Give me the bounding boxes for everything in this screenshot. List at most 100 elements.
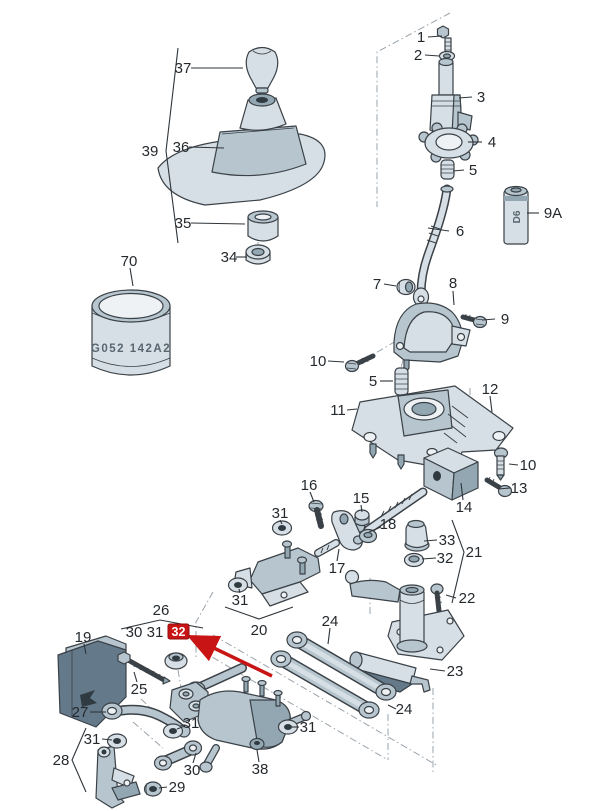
leader-line: [508, 463, 519, 466]
part-25-bolt: [117, 651, 171, 685]
part-label-29[interactable]: 29: [169, 779, 186, 796]
part-label-28[interactable]: 28: [53, 752, 70, 769]
part-10-bolt-left: [344, 353, 376, 373]
part-label-37[interactable]: 37: [175, 60, 192, 77]
part-label-5[interactable]: 5: [369, 373, 377, 390]
part-label-31[interactable]: 31: [232, 592, 249, 609]
part-label-1[interactable]: 1: [417, 29, 425, 46]
part-label-31[interactable]: 31: [147, 624, 164, 641]
leader-line: [368, 526, 382, 533]
part-label-27[interactable]: 27: [72, 704, 89, 721]
leader-line: [133, 671, 138, 683]
part-label-18[interactable]: 18: [380, 516, 397, 533]
part-label-3[interactable]: 3: [477, 89, 485, 106]
part-label-38[interactable]: 38: [252, 761, 269, 778]
leader-line: [445, 594, 457, 599]
part-18-nut: [358, 528, 378, 544]
part-label-24[interactable]: 24: [322, 613, 339, 630]
part-label-7[interactable]: 7: [373, 276, 381, 293]
part-label-32[interactable]: 32: [437, 550, 454, 567]
leader-line: [427, 35, 443, 38]
part-label-31[interactable]: 31: [300, 719, 317, 736]
part-label-13[interactable]: 13: [511, 480, 528, 497]
part-70-lubricant-container: G052 142A2: [91, 289, 171, 376]
part-label-70[interactable]: 70: [121, 253, 138, 270]
leader-line: [346, 408, 358, 411]
part-label-31[interactable]: 31: [84, 731, 101, 748]
leader-line: [497, 487, 511, 490]
part-23-relay-assembly: [344, 569, 465, 693]
part-label-16[interactable]: 16: [301, 477, 318, 494]
group-brace-39: [165, 47, 179, 244]
part-label-24[interactable]: 24: [396, 701, 413, 718]
part-24-rod-upper: [286, 631, 397, 701]
leader-line: [188, 146, 225, 149]
part-label-31[interactable]: 31: [272, 505, 289, 522]
part-label-6[interactable]: 6: [456, 223, 464, 240]
part-label-8[interactable]: 8: [449, 275, 457, 292]
part-31-washer: [162, 723, 184, 739]
highlighted-part-32-label[interactable]: 32: [172, 625, 186, 639]
part-8-bearing-housing: [393, 302, 471, 373]
leader-lines: [83, 35, 539, 789]
part-selector-mechanism: [169, 663, 312, 773]
leader-line: [158, 786, 168, 789]
part-label-15[interactable]: 15: [353, 490, 370, 507]
part-5-spring-upper: [440, 159, 455, 180]
part-label-30[interactable]: 30: [126, 624, 143, 641]
part-label-21[interactable]: 21: [466, 544, 483, 561]
part-31-washer: [227, 577, 249, 593]
part-label-20[interactable]: 20: [251, 622, 268, 639]
part-label-39[interactable]: 39: [142, 143, 159, 160]
leader-line: [309, 491, 315, 503]
part-label-5[interactable]: 5: [469, 162, 477, 179]
part-label-4[interactable]: 4: [488, 134, 496, 151]
part-label-19[interactable]: 19: [75, 629, 92, 646]
part-9-bolt: [460, 313, 488, 329]
leader-line: [176, 725, 186, 730]
highlight-annotation: 32: [167, 623, 273, 678]
part-38-nut: [249, 737, 265, 751]
part-label-14[interactable]: 14: [456, 499, 473, 516]
part-label-34[interactable]: 34: [221, 249, 238, 266]
part-label-25[interactable]: 25: [131, 681, 148, 698]
part-31-washer: [271, 520, 293, 536]
leader-line: [429, 668, 446, 672]
highlighted-part-32-box[interactable]: [167, 623, 190, 640]
container-70-marking: G052 142A2: [91, 343, 171, 355]
part-5-spring-lower: [394, 367, 409, 396]
part-label-9A[interactable]: 9A: [544, 205, 562, 222]
part-label-12[interactable]: 12: [482, 381, 499, 398]
group-brace-28: [71, 727, 87, 793]
part-label-10[interactable]: 10: [520, 457, 537, 474]
part-label-22[interactable]: 22: [459, 590, 476, 607]
part-label-36[interactable]: 36: [173, 139, 190, 156]
part-6-selector-lever: [412, 184, 454, 307]
leader-line: [421, 557, 437, 560]
part-16-bolt: [308, 499, 324, 529]
part-label-23[interactable]: 23: [447, 663, 464, 680]
leader-line: [489, 395, 493, 413]
part-label-33[interactable]: 33: [439, 532, 456, 549]
part-label-10[interactable]: 10: [310, 353, 327, 370]
part-9a-lubricant-tube: D6: [503, 185, 529, 245]
leader-line: [387, 704, 397, 710]
part-label-26[interactable]: 26: [153, 602, 170, 619]
part-label-9[interactable]: 9: [501, 311, 509, 328]
part-label-17[interactable]: 17: [329, 560, 346, 577]
leader-line: [423, 539, 438, 542]
part-label-2[interactable]: 2: [414, 47, 422, 64]
leader-line: [327, 360, 345, 363]
part-label-31[interactable]: 31: [183, 715, 200, 732]
part-32-grommet[interactable]: [164, 652, 188, 670]
part-31-washer: [106, 733, 128, 749]
part-label-30[interactable]: 30: [184, 762, 201, 779]
part-15-cap-nut: [354, 509, 370, 527]
leader-line: [427, 227, 450, 232]
part-label-35[interactable]: 35: [175, 215, 192, 232]
part-32-bushing: [403, 552, 425, 568]
part-label-11[interactable]: 11: [330, 402, 346, 419]
leader-line: [256, 749, 260, 763]
